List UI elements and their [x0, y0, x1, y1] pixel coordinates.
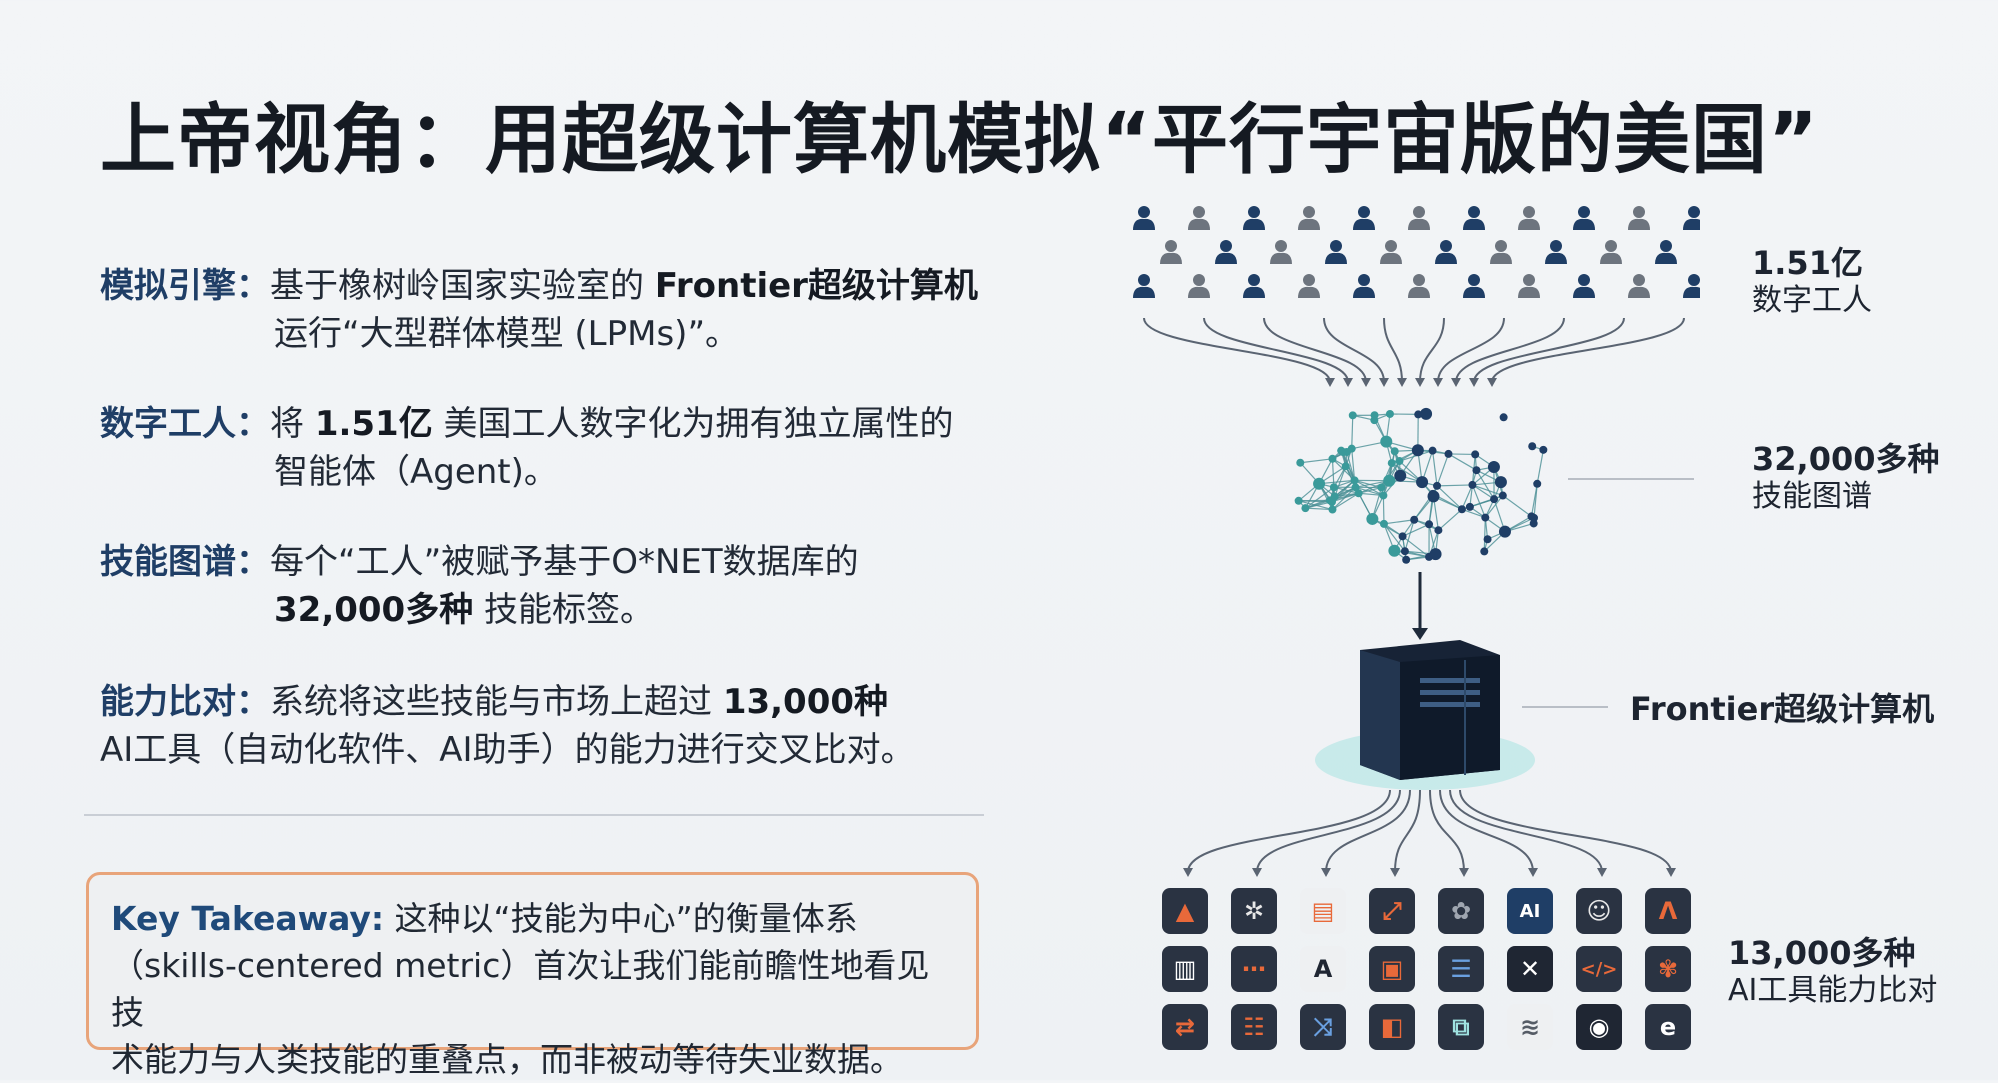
x-icon: ✕ — [1507, 946, 1553, 992]
link-icon: ⤨ — [1300, 1004, 1346, 1050]
person-icon — [1655, 240, 1677, 264]
person-icon — [1270, 240, 1292, 264]
person-icon — [1353, 274, 1375, 298]
person-icon — [1298, 206, 1320, 230]
person-icon — [1133, 206, 1155, 230]
label-workers: 1.51亿 数字工人 — [1752, 244, 1872, 320]
a-icon: A — [1300, 946, 1346, 992]
label-skills: 32,000多种 技能图谱 — [1752, 440, 1940, 516]
triangle-icon: ▲ — [1162, 888, 1208, 934]
person-icon — [1573, 274, 1595, 298]
person-icon — [1160, 240, 1182, 264]
a-logo-icon: Λ — [1645, 888, 1691, 934]
person-icon — [1463, 274, 1485, 298]
person-icon — [1380, 240, 1402, 264]
item-simulation-engine: 模拟引擎：基于橡树岭国家实验室的 Frontier超级计算机 运行“大型群体模型… — [100, 262, 978, 358]
e-icon: e — [1645, 1004, 1691, 1050]
person-icon — [1215, 240, 1237, 264]
squares-icon: ◧ — [1369, 1004, 1415, 1050]
brain-network-icon — [1295, 408, 1548, 564]
connector-skills — [1568, 478, 1694, 480]
person-icon — [1683, 206, 1700, 230]
board-icon: ▥ — [1162, 946, 1208, 992]
section-divider — [84, 814, 984, 816]
item-label: 模拟引擎： — [100, 266, 270, 306]
person-icon — [1188, 274, 1210, 298]
item-label: 数字工人： — [100, 404, 270, 444]
person-icon — [1353, 206, 1375, 230]
dots-icon: ⋯ — [1231, 946, 1277, 992]
chat-icon: ☺ — [1576, 888, 1622, 934]
worker-arrows — [1144, 318, 1684, 387]
chip-icon: ▣ — [1369, 946, 1415, 992]
person-icon — [1243, 274, 1265, 298]
label-frontier: Frontier超级计算机 — [1630, 690, 1934, 728]
bug-icon: ✲ — [1231, 888, 1277, 934]
item-skill-graph: 技能图谱：每个“工人”被赋予基于O*NET数据库的 32,000多种 技能标签。 — [100, 538, 859, 634]
label-tools: 13,000多种 AI工具能力比对 — [1728, 934, 1937, 1010]
person-icon — [1573, 206, 1595, 230]
person-icon — [1243, 206, 1265, 230]
ai-icon: AI — [1507, 888, 1553, 934]
person-icon — [1408, 274, 1430, 298]
openai-icon: ✿ — [1438, 888, 1484, 934]
person-icon — [1628, 274, 1650, 298]
person-icon — [1600, 240, 1622, 264]
code-icon: </> — [1576, 946, 1622, 992]
person-icon — [1490, 240, 1512, 264]
wave-icon: ≋ — [1507, 1004, 1553, 1050]
person-icon — [1683, 274, 1700, 298]
person-icon — [1325, 240, 1347, 264]
item-capability-compare: 能力比对：系统将这些技能与市场上超过 13,000种 AI工具（自动化软件、AI… — [100, 678, 915, 774]
stack-icon: ☷ — [1231, 1004, 1277, 1050]
person-icon — [1628, 206, 1650, 230]
person-icon — [1463, 206, 1485, 230]
flow-icon: ⇄ — [1162, 1004, 1208, 1050]
person-icon — [1518, 206, 1540, 230]
item-label: 能力比对： — [100, 682, 270, 722]
tool-arrows — [1183, 790, 1676, 877]
bracket-icon: ⧉ — [1438, 1004, 1484, 1050]
compass-icon: ◉ — [1576, 1004, 1622, 1050]
worker-people-icons — [1133, 206, 1700, 298]
layout-icon: ▤ — [1300, 888, 1346, 934]
person-icon — [1518, 274, 1540, 298]
expand-icon: ⤢ — [1369, 888, 1415, 934]
connector-frontier — [1522, 706, 1608, 708]
person-icon — [1435, 240, 1457, 264]
person-icon — [1133, 274, 1155, 298]
key-takeaway-box: Key Takeaway: 这种以“技能为中心”的衡量体系 （skills-ce… — [86, 872, 979, 1050]
page-title: 上帝视角：用超级计算机模拟“平行宇宙版的美国” — [100, 78, 1819, 188]
item-digital-workers: 数字工人：将 1.51亿 美国工人数字化为拥有独立属性的 智能体（Agent)。 — [100, 400, 954, 496]
list-icon: ☰ — [1438, 946, 1484, 992]
supercomputer-icon — [1315, 640, 1535, 790]
person-icon — [1408, 206, 1430, 230]
flower-icon: ✾ — [1645, 946, 1691, 992]
item-label: 技能图谱： — [100, 542, 270, 582]
person-icon — [1545, 240, 1567, 264]
person-icon — [1298, 274, 1320, 298]
takeaway-key: Key Takeaway: — [111, 899, 384, 938]
person-icon — [1188, 206, 1210, 230]
